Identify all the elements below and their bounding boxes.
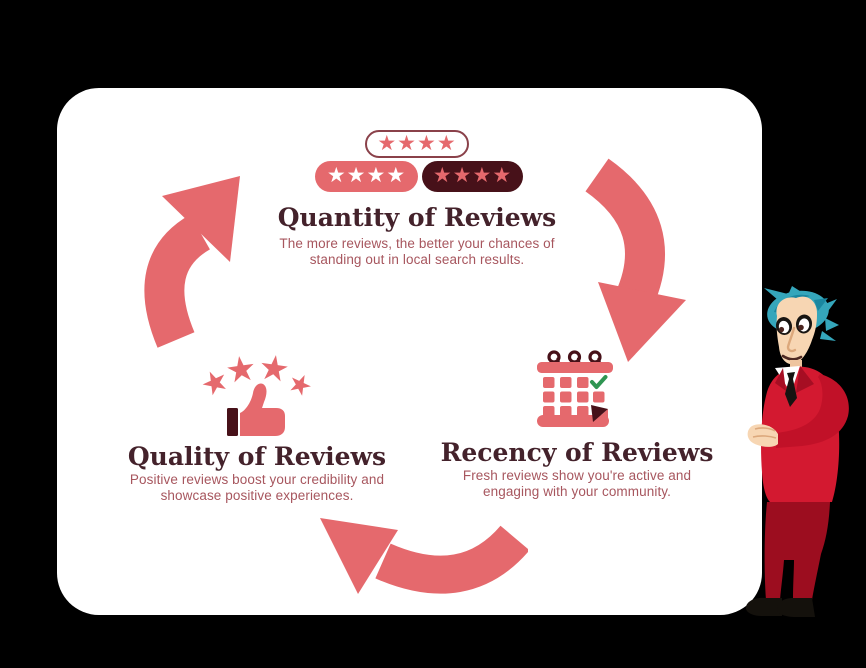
star-icon	[259, 353, 290, 383]
thumbs-up-stars-icon	[198, 353, 314, 436]
quality-title: Quality of Reviews	[127, 442, 387, 471]
recency-title: Recency of Reviews	[440, 438, 714, 467]
rating-pill-solid: ★★★★	[315, 161, 418, 192]
mascot-pants	[764, 502, 830, 600]
rating-pill-outline: ★★★★	[365, 130, 469, 158]
mascot-shoe-left	[745, 597, 782, 616]
quantity-description: The more reviews, the better your chance…	[279, 236, 555, 267]
cycle-arrow-down-icon	[585, 158, 686, 362]
thumb-cuff	[227, 408, 238, 436]
mascot-face	[776, 296, 818, 365]
star-icons: ★★★★	[326, 164, 407, 187]
cycle-arrow-left-icon	[320, 518, 528, 594]
calendar-grid	[543, 377, 605, 417]
recency-description: Fresh reviews show you're active and eng…	[462, 468, 692, 499]
mascot-shoe-right	[777, 598, 815, 617]
mascot-lapel-left	[775, 368, 786, 391]
quality-description: Positive reviews boost your credibility …	[129, 472, 385, 503]
star-icon	[225, 354, 256, 384]
calendar-check-icon	[537, 350, 613, 427]
cycle-arrow-up-icon	[144, 176, 240, 348]
mascot-hand	[747, 424, 778, 447]
calendar-footer	[537, 415, 609, 427]
rating-pill-dark: ★★★★	[422, 161, 523, 192]
star-icon	[286, 370, 314, 398]
star-icon	[198, 366, 231, 398]
page-fold	[591, 405, 608, 422]
check-icon	[590, 375, 608, 389]
mascot-eyes	[775, 314, 813, 335]
arrow-band	[375, 525, 528, 594]
calendar-header	[537, 362, 613, 373]
mascot-mouth	[781, 354, 803, 361]
quantity-title: Quantity of Reviews	[277, 203, 557, 232]
rating-pill-row: ★★★★ ★★★★	[315, 161, 523, 192]
arrow-head	[320, 518, 398, 594]
arrow-band	[585, 158, 665, 309]
mascot-character	[745, 286, 849, 617]
thumb-hand	[240, 383, 285, 436]
arrow-band	[144, 214, 211, 348]
mascot-tie	[785, 372, 797, 407]
page-curl	[592, 409, 608, 424]
star-icons: ★★★★	[432, 164, 513, 187]
mascot-lapel-right	[796, 366, 814, 393]
arrow-head	[598, 282, 686, 362]
arrow-head	[162, 176, 240, 262]
mascot-nose	[786, 326, 797, 353]
mascot-arm	[775, 374, 849, 448]
star-icons: ★★★★	[377, 131, 457, 155]
